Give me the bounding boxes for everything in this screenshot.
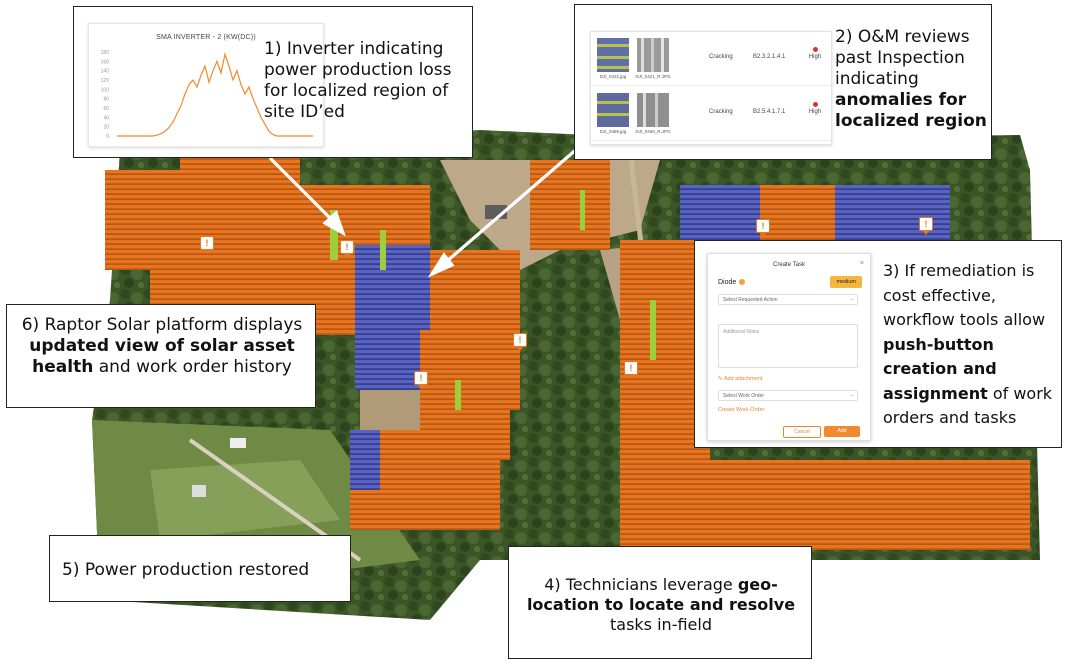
- info-icon: [739, 279, 746, 285]
- callout-inspection-review: DJI_0422.jpg DJI_0421_R.JPG Cracking B2.…: [574, 4, 992, 160]
- y-tick-label: 60: [103, 106, 109, 112]
- inverter-power-chart: SMA INVERTER - 2 (KW(DC)) 180 160 140 120 10…: [88, 23, 324, 147]
- y-tick-label: 40: [103, 115, 109, 121]
- callout-create-task: Create Task × Diode medium Select Reques…: [694, 240, 1062, 448]
- building: [230, 438, 246, 448]
- callout-power-restored: 5) Power production restored: [49, 535, 351, 602]
- y-tick-label: 120: [101, 78, 110, 84]
- component-label: Diode: [718, 279, 746, 286]
- add-button[interactable]: Add: [824, 426, 860, 437]
- issue-marker[interactable]: !: [340, 240, 354, 258]
- building: [192, 485, 206, 497]
- y-tick-label: 140: [101, 69, 110, 75]
- chart-title: SMA INVERTER - 2 (KW(DC)): [156, 34, 256, 41]
- create-work-order-link[interactable]: Create Work Order: [718, 407, 765, 413]
- issue-marker[interactable]: !: [414, 371, 428, 389]
- y-tick-label: 160: [101, 59, 110, 65]
- anomaly-type: Cracking: [709, 109, 733, 115]
- y-tick-label: 100: [101, 87, 110, 93]
- image-filename: DJI_0469_R.JPG: [635, 129, 671, 134]
- rgb-thumbnail[interactable]: [597, 93, 629, 127]
- callout-geolocation: 4) Technicians leverage geo-location to …: [508, 546, 812, 659]
- image-filename: DJI_0422.jpg: [599, 74, 627, 79]
- anomaly-type: Cracking: [709, 54, 733, 60]
- callout-platform-view: 6) Raptor Solar platform displays update…: [6, 304, 316, 408]
- create-task-dialog: Create Task × Diode medium Select Reques…: [707, 253, 871, 441]
- callout-text: 3) If remediation is cost effective, wor…: [883, 261, 1053, 427]
- close-icon[interactable]: ×: [859, 260, 864, 267]
- y-tick-label: 20: [103, 125, 109, 131]
- severity-dot-icon: [812, 102, 818, 107]
- issue-marker[interactable]: !: [200, 236, 214, 254]
- chevron-down-icon: ⌄: [849, 392, 854, 398]
- inspection-table: DJI_0422.jpg DJI_0421_R.JPG Cracking B2.…: [590, 31, 832, 145]
- image-filename: DJI_0421_R.JPG: [635, 74, 671, 79]
- callout-text: 5) Power production restored: [62, 560, 310, 580]
- ir-thumbnail[interactable]: [637, 93, 669, 127]
- notes-textarea[interactable]: Additional Notes: [718, 324, 858, 368]
- anomaly-location: B2.5.4.1.7.1: [753, 109, 786, 115]
- cancel-button[interactable]: Cancel: [783, 426, 821, 438]
- ir-thumbnail[interactable]: [637, 38, 669, 72]
- work-order-select[interactable]: Select Work Order⌄: [718, 390, 858, 401]
- severity-dot-icon: [812, 47, 818, 52]
- y-tick-label: 80: [103, 97, 109, 103]
- issue-marker[interactable]: !: [919, 217, 933, 235]
- power-series-line: [117, 52, 313, 137]
- severity-badge: High: [805, 102, 825, 115]
- table-row[interactable]: DJI_0422.jpg DJI_0421_R.JPG Cracking B2.…: [591, 32, 831, 86]
- anomaly-location: B2.3.2.1.4.1: [753, 54, 786, 60]
- table-row[interactable]: DJI_0469.jpg DJI_0469_R.JPG Cracking B2.…: [591, 87, 831, 141]
- severity-badge: High: [805, 47, 825, 60]
- callout-inverter-loss: SMA INVERTER - 2 (KW(DC)) 180 160 140 120 10…: [73, 6, 473, 158]
- grass-field: [150, 460, 340, 540]
- chevron-down-icon: ⌄: [849, 296, 854, 302]
- requested-action-select[interactable]: Select Requested Action⌄: [718, 294, 858, 305]
- callout-text: 6) Raptor Solar platform displays update…: [21, 315, 303, 377]
- callout-text: 4) Technicians leverage geo-location to …: [526, 575, 796, 634]
- dialog-title: Create Task: [773, 262, 805, 268]
- image-filename: DJI_0469.jpg: [599, 129, 627, 134]
- priority-badge[interactable]: medium: [830, 276, 862, 288]
- callout-text: 2) O&M reviews past Inspection indicatin…: [835, 27, 987, 131]
- issue-marker[interactable]: !: [756, 219, 770, 237]
- callout-arrows: [268, 146, 580, 278]
- issue-marker[interactable]: !: [513, 333, 527, 351]
- y-tick-label: 0: [106, 134, 109, 140]
- issue-marker[interactable]: !: [624, 361, 638, 379]
- inverter-power-plot: 180 160 140 120 100 80 60 40 20 0: [101, 50, 313, 140]
- add-attachment-link[interactable]: ✎ Add attachment: [718, 376, 763, 382]
- rgb-thumbnail[interactable]: [597, 38, 629, 72]
- y-tick-label: 180: [101, 50, 110, 56]
- callout-text: 1) Inverter indicating power production …: [264, 39, 452, 122]
